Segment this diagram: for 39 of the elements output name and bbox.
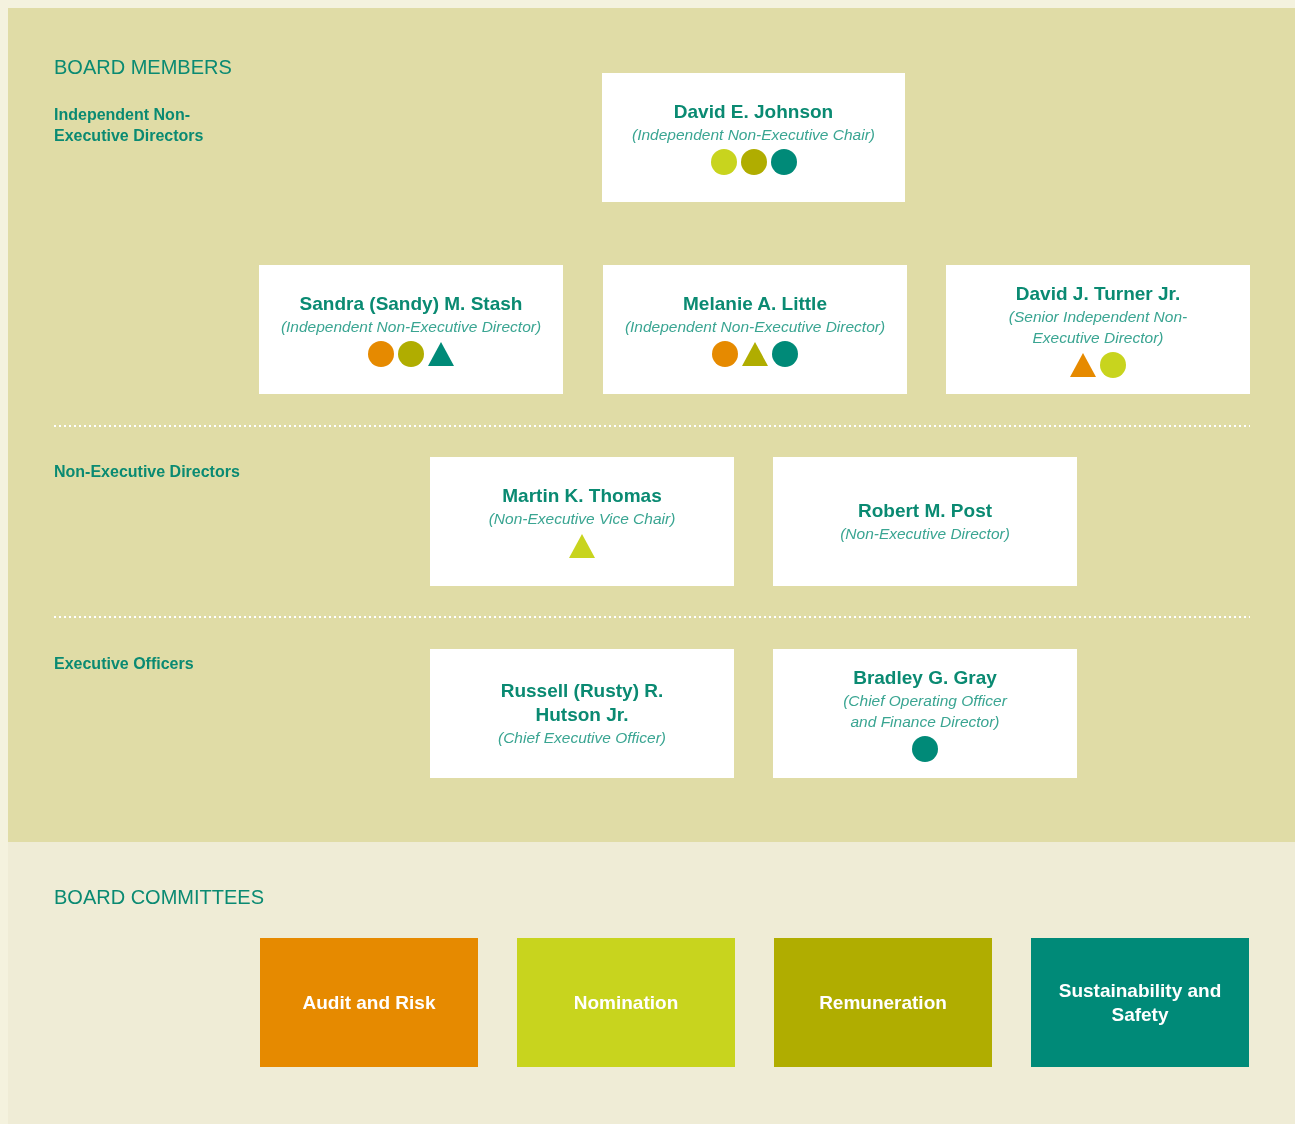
section-panel xyxy=(8,842,1295,1124)
member-card xyxy=(773,457,1077,586)
committee-box xyxy=(1031,938,1249,1067)
member-name: Bradley G. Gray xyxy=(853,665,997,690)
member-name: Sandra (Sandy) M. Stash xyxy=(299,292,523,316)
member-name: Martin K. Thomas xyxy=(502,484,662,508)
committee-name: Audit and Risk xyxy=(302,990,436,1015)
committee-name: Nomination xyxy=(573,990,679,1015)
member-name: Melanie A. Little xyxy=(683,292,827,316)
member-name: David J. Turner Jr. xyxy=(1015,281,1181,306)
member-name: David E. Johnson xyxy=(673,100,834,124)
member-role: (Independent Non-Executive Director) xyxy=(624,317,886,337)
member-role: (Non-Executive Vice Chair) xyxy=(488,509,676,529)
tier-label: Executive Officers xyxy=(54,654,195,674)
member-role: (Chief Operating Officer and Finance Director) xyxy=(842,690,1009,732)
member-name: Russell (Rusty) R. Hutson Jr. xyxy=(499,679,665,727)
member-role: (Independent Non-Executive Chair) xyxy=(632,125,875,145)
member-role: (Non-Executive Director) xyxy=(840,524,1010,544)
tier-label: Independent Non-Executive Directors xyxy=(54,105,205,146)
member-role: (Independent Non-Executive Director) xyxy=(280,317,542,337)
section-heading: BOARD MEMBERS xyxy=(54,56,232,79)
committee-name: Sustainability and Safety xyxy=(1057,978,1223,1027)
member-card xyxy=(602,73,905,202)
member-name: Robert M. Post xyxy=(857,499,993,523)
member-card xyxy=(430,649,734,778)
committee-box xyxy=(774,938,992,1067)
member-card xyxy=(430,457,734,586)
section-panel xyxy=(8,8,1295,842)
member-card xyxy=(603,265,907,394)
member-card xyxy=(773,649,1077,778)
committee-box xyxy=(517,938,735,1067)
section-heading: BOARD COMMITTEES xyxy=(54,886,264,909)
member-role: (Senior Independent Non-Executive Director) xyxy=(1008,306,1188,348)
committee-name: Remuneration xyxy=(819,990,947,1015)
member-card xyxy=(259,265,563,394)
member-role: (Chief Executive Officer) xyxy=(498,728,666,748)
member-card xyxy=(946,265,1250,394)
tier-label: Non-Executive Directors xyxy=(54,462,241,482)
committee-box xyxy=(260,938,478,1067)
